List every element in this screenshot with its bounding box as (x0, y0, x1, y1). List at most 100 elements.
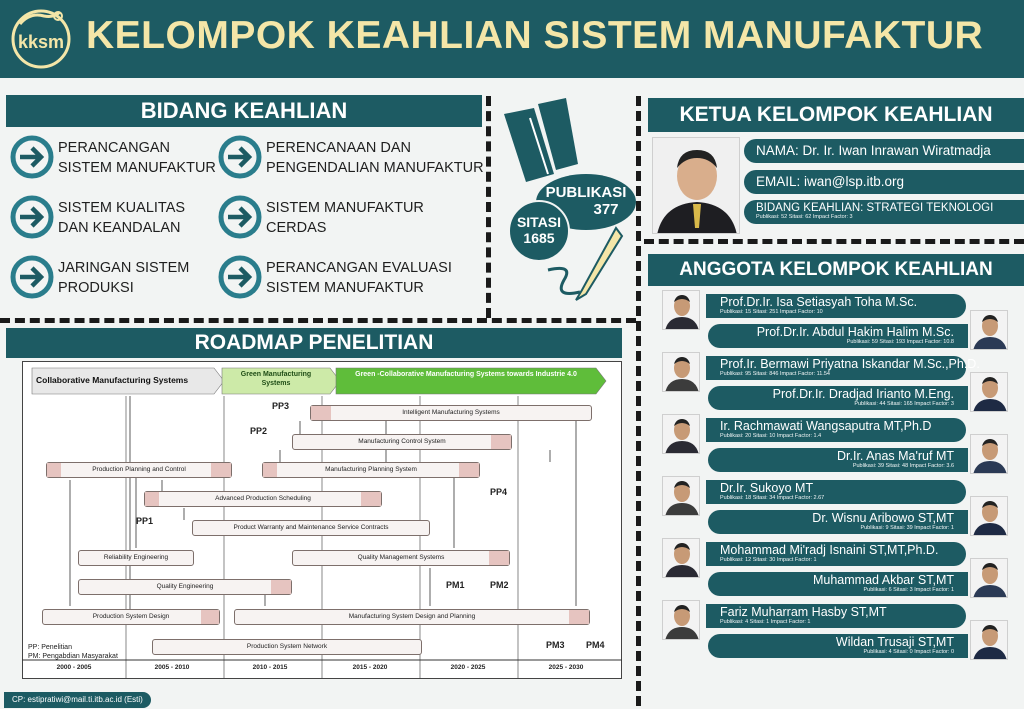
member-name: Dr.Ir. Sukoyo MT (720, 481, 814, 495)
member-card: Prof.Dr.Ir. Abdul Hakim Halim M.Sc.Publi… (708, 324, 968, 348)
arrow-right-circle-icon (218, 195, 262, 239)
roadmap-bar: Advanced Production Scheduling (144, 491, 382, 507)
bar-label: Manufacturing Planning System (325, 466, 417, 473)
member-stats: Publikasi: 18 Sitasi: 34 Impact Factor: … (720, 495, 825, 501)
arrow-right-circle-icon (218, 135, 262, 179)
milestone-label: PP1 (136, 516, 154, 526)
roadmap-bar: Intelligent Manufacturing Systems (310, 405, 592, 421)
member-card: Prof.Dr.Ir. Dradjad Irianto M.Eng.Publik… (708, 386, 968, 410)
svg-text:kksm: kksm (18, 32, 64, 52)
member-photo (662, 476, 700, 516)
period-label: 2020 - 2025 (450, 664, 486, 671)
roadmap-bar: Quality Engineering (78, 579, 292, 595)
member-stats: Publikasi: 4 Sitasi: 1 Impact Factor: 1 (720, 619, 811, 625)
bar-label: Manufacturing Control System (358, 438, 446, 445)
member-name: Prof.Dr.Ir. Isa Setiasyah Toha M.Sc. (720, 295, 918, 309)
member-card: Prof.Dr.Ir. Isa Setiasyah Toha M.Sc.Publ… (706, 294, 966, 318)
bar-label: Quality Management Systems (357, 554, 445, 561)
bar-label: Production System Network (246, 643, 328, 650)
ketua-bidang: BIDANG KEAHLIAN: STRATEGI TEKNOLOGI Publ… (744, 200, 1024, 224)
roadmap-bar: Production System Network (152, 639, 422, 655)
member-photo (662, 538, 700, 578)
ketua-heading: KETUA KELOMPOK KEAHLIAN (648, 98, 1024, 132)
milestone-label: PM4 (586, 640, 605, 650)
period-label: 2025 - 2030 (548, 664, 584, 671)
member-photo (662, 600, 700, 640)
member-photo (662, 352, 700, 392)
member-stats: Publikasi: 44 Sitasi: 165 Impact Factor:… (854, 401, 954, 407)
member-stats: Publikasi: 9 Sitasi: 39 Impact Factor: 1 (860, 525, 954, 531)
member-photo (970, 620, 1008, 660)
bar-label: Quality Engineering (156, 583, 214, 590)
member-stats: Publikasi: 4 Sitasi: 0 Impact Factor: 0 (863, 649, 954, 655)
ketua-email[interactable]: EMAIL: iwan@lsp.itb.org (744, 170, 1024, 194)
roadmap-bar: Production System Design (42, 609, 220, 625)
member-stats: Publikasi: 39 Sitasi: 48 Impact Factor: … (852, 463, 954, 469)
publikasi-badge: PUBLIKASI 377 (536, 174, 636, 230)
roadmap-bar: Product Warranty and Maintenance Service… (192, 520, 430, 536)
roadmap-bar: Reliability Engineering (78, 550, 194, 566)
divider (636, 96, 641, 706)
kksm-logo-icon: kksm (11, 9, 71, 69)
member-photo (970, 372, 1008, 412)
member-stats: Publikasi: 20 Sitasi: 10 Impact Factor: … (720, 433, 822, 439)
arrow-right-circle-icon (218, 255, 262, 299)
member-name: Wildan Trusaji ST,MT (835, 635, 954, 649)
member-photo (662, 414, 700, 454)
member-name: Prof.Dr.Ir. Dradjad Irianto M.Eng. (772, 387, 954, 401)
arrow-right-circle-icon (10, 195, 54, 239)
arrow-right-circle-icon (10, 255, 54, 299)
member-stats: Publikasi: 6 Sitasi: 3 Impact Factor: 1 (863, 587, 954, 593)
roadmap-bar: Manufacturing System Design and Planning (234, 609, 590, 625)
member-photo (970, 434, 1008, 474)
roadmap-legend: PP: Penelitian (28, 644, 72, 651)
divider (486, 96, 491, 318)
member-name: Mohammad Mi'radj Isnaini ST,MT,Ph.D. (720, 543, 939, 557)
period-label: 2010 - 2015 (252, 664, 288, 671)
anggota-heading: ANGGOTA KELOMPOK KEAHLIAN (648, 254, 1024, 286)
roadmap-legend: PM: Pengabdian Masyarakat (28, 653, 118, 660)
member-photo (970, 310, 1008, 350)
member-name: Dr. Wisnu Aribowo ST,MT (812, 511, 954, 525)
member-stats: Publikasi: 95 Sitasi: 846 Impact Factor:… (720, 371, 830, 377)
sitasi-badge: SITASI 1685 (508, 200, 570, 262)
member-stats: Publikasi: 12 Sitasi: 30 Impact Factor: … (720, 557, 817, 563)
phase-label: Green Manufacturing Systems (240, 371, 312, 387)
footer-contact: CP: estipratiwi@mail.ti.itb.ac.id (Esti) (4, 692, 151, 708)
milestone-label: PP4 (490, 487, 508, 497)
member-name: Dr.Ir. Anas Ma'ruf MT (837, 449, 954, 463)
bar-label: Product Warranty and Maintenance Service… (233, 524, 389, 531)
bar-label: Production System Design (92, 613, 170, 620)
phase-label: Green -Collaborative Manufacturing Syste… (355, 371, 577, 378)
roadmap-bar: Manufacturing Control System (292, 434, 512, 450)
divider (0, 318, 636, 323)
member-photo (970, 558, 1008, 598)
period-label: 2005 - 2010 (154, 664, 190, 671)
member-photo (662, 290, 700, 330)
period-label: 2000 - 2005 (56, 664, 92, 671)
milestone-label: PM3 (546, 640, 565, 650)
roadmap-bar: Quality Management Systems (292, 550, 510, 566)
roadmap-bar: Manufacturing Planning System (262, 462, 480, 478)
bidang-heading: BIDANG KEAHLIAN (6, 95, 482, 127)
member-name: Prof.Dr.Ir. Abdul Hakim Halim M.Sc. (756, 325, 954, 339)
member-stats: Publikasi: 59 Sitasi: 193 Impact Factor:… (846, 339, 954, 345)
books-icon (504, 98, 624, 301)
phase-label: Collaborative Manufacturing Systems (36, 375, 189, 385)
